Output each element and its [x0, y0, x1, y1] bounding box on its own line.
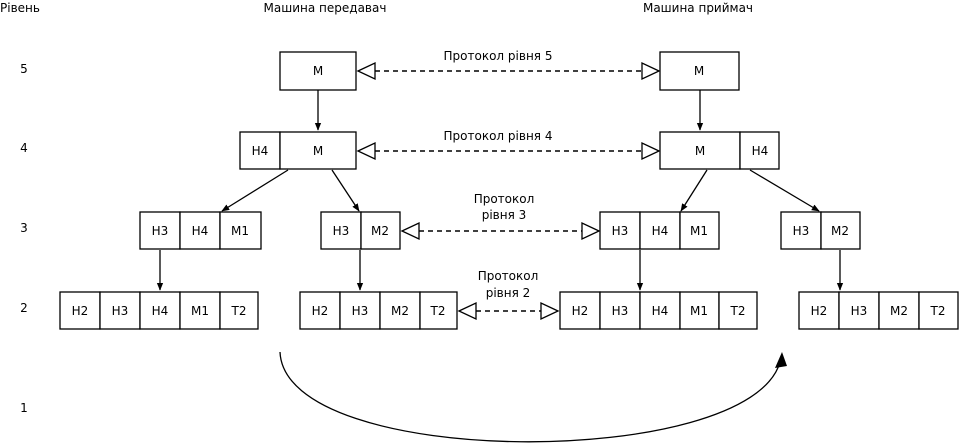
receiver-level-4-packet: M H4: [659, 131, 780, 170]
receiver-header: Машина приймач: [643, 1, 753, 15]
level-number-4: 4: [20, 141, 28, 155]
receiver-l5-message: M: [694, 64, 704, 78]
protocol-level-5-arrow: [356, 61, 661, 81]
sender-l3a-cell-2: H4: [192, 224, 209, 238]
sender-l3b-cell-1: H3: [333, 224, 350, 238]
level-number-3: 3: [20, 221, 28, 235]
sender-level-4-packet: H4 M: [239, 131, 357, 170]
receiver-l3a-cell-1: H3: [612, 224, 629, 238]
protocol-level-4-arrow: [356, 141, 661, 161]
level-number-1: 1: [20, 401, 28, 415]
sender-header: Машина передавач: [264, 1, 387, 15]
sender-l2b-cell-2: H3: [352, 304, 369, 318]
sender-l2a-cell-5: T2: [231, 304, 247, 318]
receiver-l2a-cell-2: H3: [612, 304, 629, 318]
receiver-arrow-4-to-3b: [749, 169, 820, 212]
receiver-l3a-cell-2: H4: [652, 224, 669, 238]
sender-arrow-4-to-3b: [331, 169, 360, 212]
receiver-l4-header: H4: [752, 144, 769, 158]
receiver-l3b-cell-1: H3: [793, 224, 810, 238]
receiver-level-5-packet: M: [659, 51, 740, 91]
sender-l2a-cell-3: H4: [152, 304, 169, 318]
protocol-level-5-label: Протокол рівня 5: [444, 49, 553, 63]
receiver-l2a-cell-5: T2: [730, 304, 746, 318]
receiver-l4-message: M: [695, 144, 705, 158]
protocol-level-2-label-line2: рівня 2: [486, 286, 531, 300]
protocol-level-3-label-line2: рівня 3: [482, 208, 527, 222]
receiver-l2b-cell-3: M2: [890, 304, 908, 318]
receiver-l2a-cell-1: H2: [572, 304, 589, 318]
sender-l2b-cell-4: T2: [430, 304, 446, 318]
sender-level-2-frame-a: H2 H3 H4 M1 T2: [59, 291, 259, 330]
sender-level-2-frame-b: H2 H3 M2 T2: [299, 291, 458, 330]
receiver-level-2-frame-b: H2 H3 M2 T2: [798, 291, 959, 330]
sender-l2a-cell-2: H3: [112, 304, 129, 318]
protocol-level-4-label: Протокол рівня 4: [444, 129, 553, 143]
protocol-level-3-label-line1: Протокол: [474, 192, 535, 206]
receiver-l2a-cell-4: M1: [690, 304, 708, 318]
receiver-level-3-packet-b: H3 M2: [780, 211, 861, 250]
receiver-l3a-cell-3: M1: [690, 224, 708, 238]
sender-arrow-4-to-3a: [221, 169, 289, 212]
sender-level-3-packet-b: H3 M2: [320, 211, 401, 250]
receiver-l3b-cell-2: M2: [831, 224, 849, 238]
physical-transmission-arrowhead: [775, 352, 787, 368]
protocol-level-3-arrow: [400, 221, 601, 241]
sender-l5-message: M: [313, 64, 323, 78]
sender-l3a-cell-1: H3: [152, 224, 169, 238]
protocol-level-2-arrow: [457, 301, 560, 321]
protocol-level-2-label-line1: Протокол: [478, 269, 539, 283]
sender-l2a-cell-1: H2: [72, 304, 89, 318]
sender-level-5-packet: M: [279, 51, 357, 91]
level-header: Рівень: [0, 1, 40, 15]
receiver-l2b-cell-2: H3: [851, 304, 868, 318]
sender-l4-header: H4: [252, 144, 269, 158]
receiver-level-2-frame-a: H2 H3 H4 M1 T2: [559, 291, 758, 330]
level-number-2: 2: [20, 301, 28, 315]
receiver-l2b-cell-4: T2: [930, 304, 946, 318]
receiver-l2a-cell-3: H4: [652, 304, 669, 318]
sender-l2a-cell-4: M1: [191, 304, 209, 318]
sender-l3b-cell-2: M2: [371, 224, 389, 238]
sender-level-3-packet-a: H3 H4 M1: [139, 211, 262, 250]
level-number-5: 5: [20, 62, 28, 76]
receiver-level-3-packet-a: H3 H4 M1: [599, 211, 720, 250]
sender-l2b-cell-1: H2: [312, 304, 329, 318]
receiver-l2b-cell-1: H2: [811, 304, 828, 318]
sender-l2b-cell-3: M2: [391, 304, 409, 318]
sender-l3a-cell-3: M1: [231, 224, 249, 238]
receiver-arrow-4-to-3a: [680, 169, 708, 212]
physical-transmission-curve: [279, 351, 781, 443]
sender-l4-message: M: [313, 144, 323, 158]
